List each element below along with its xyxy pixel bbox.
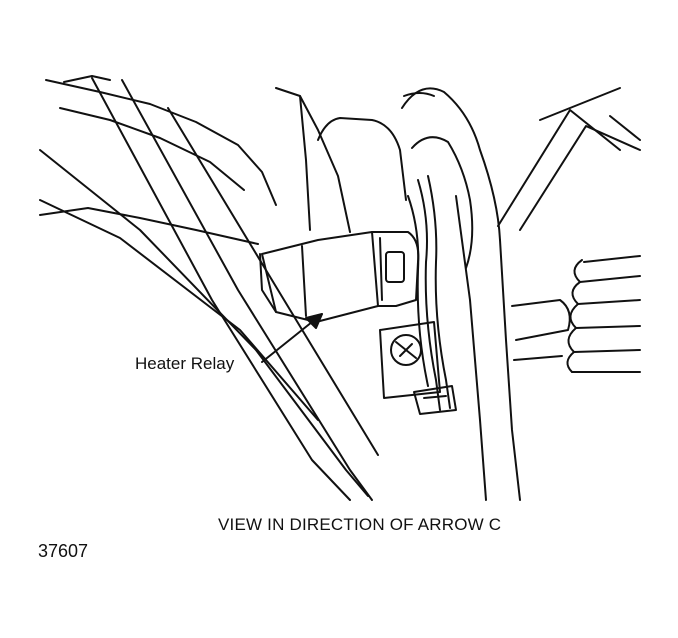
fastener-slot bbox=[395, 341, 417, 359]
housing-top-contour-inner bbox=[59, 107, 245, 191]
right-panel-top bbox=[609, 115, 641, 141]
bellows-ring-5 bbox=[573, 349, 641, 353]
bracket-left bbox=[275, 87, 311, 231]
lower-connector-clip bbox=[413, 385, 457, 415]
diagonal-bar-lower bbox=[39, 199, 319, 421]
panel-lower-left bbox=[39, 207, 259, 245]
right-lower-bracket bbox=[511, 299, 571, 341]
wiring-harness-a bbox=[417, 179, 441, 411]
center-column-left bbox=[455, 195, 487, 501]
diagonal-bar-mid bbox=[121, 79, 373, 501]
wiring-harness-c bbox=[407, 195, 429, 387]
lower-connector-slot bbox=[423, 395, 447, 399]
diagonal-bar-inner bbox=[167, 107, 379, 456]
center-column-right bbox=[499, 239, 521, 501]
bracket-right bbox=[299, 95, 351, 233]
wiring-harness-b bbox=[427, 175, 451, 409]
bellows-ring-1 bbox=[583, 255, 641, 263]
view-caption: VIEW IN DIRECTION OF ARROW C bbox=[218, 515, 502, 534]
relay-connector-ridge bbox=[379, 237, 383, 301]
bracket-curve bbox=[317, 117, 407, 201]
callout-arrowhead bbox=[305, 313, 323, 329]
figure-number: 37607 bbox=[38, 541, 89, 561]
relay-body bbox=[261, 231, 379, 323]
fastener-bolt bbox=[390, 334, 422, 366]
bellows-ring-3 bbox=[577, 299, 641, 305]
relay-mount-tab bbox=[259, 253, 277, 313]
relay-face bbox=[301, 245, 307, 317]
relay-connector bbox=[371, 231, 420, 307]
bellows-ring-4 bbox=[575, 325, 641, 329]
bellows-ring-2 bbox=[579, 275, 641, 283]
heater-relay-label: Heater Relay bbox=[135, 354, 235, 373]
relay-connector-window bbox=[385, 251, 405, 283]
housing-top-contour bbox=[45, 79, 277, 206]
fastener-plate bbox=[379, 321, 441, 399]
right-strut-c bbox=[519, 125, 641, 231]
diagonal-bar-outer bbox=[91, 77, 351, 501]
wiring-loom bbox=[411, 136, 474, 269]
right-lower-bracket-b bbox=[513, 355, 563, 361]
diagonal-bar-left bbox=[39, 149, 369, 497]
wiring-tie bbox=[403, 92, 435, 97]
wiring-loom-outer bbox=[401, 87, 501, 241]
right-strut-a bbox=[539, 87, 621, 121]
housing-upper-edge bbox=[63, 75, 111, 83]
right-strut-b bbox=[497, 109, 621, 227]
